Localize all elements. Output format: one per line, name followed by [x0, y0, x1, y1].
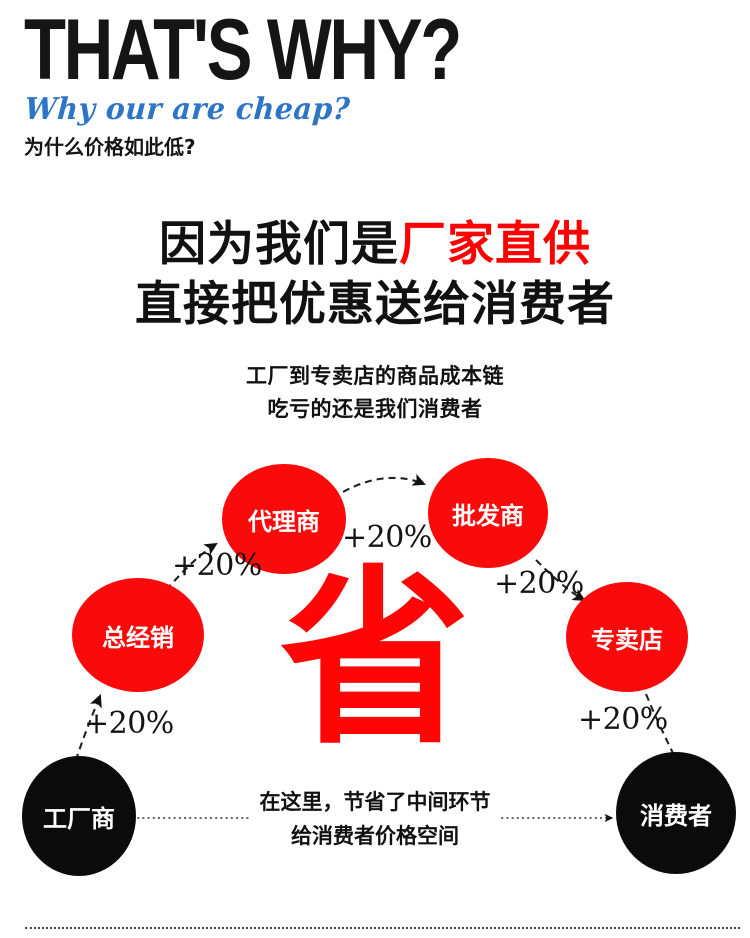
markup-label-2: +20%: [172, 548, 262, 583]
markup-label-1: +20%: [84, 706, 174, 741]
node-dailishang-label: 代理商: [248, 507, 320, 536]
node-dailishang[interactable]: 代理商: [222, 464, 346, 574]
center-note-line-2: 给消费者价格空间: [281, 819, 469, 854]
headline-line-1-black: 因为我们是: [159, 217, 399, 272]
node-xiaofeizhe[interactable]: 消费者: [616, 752, 736, 874]
node-zongjingxiao-label: 总经销: [102, 623, 174, 652]
center-note-line-1: 在这里，节省了中间环节: [249, 786, 501, 820]
node-gongchang[interactable]: 工厂商: [22, 756, 136, 876]
center-note: 在这里，节省了中间环节 给消费者价格空间: [0, 786, 750, 854]
subtitle-script: Why our are cheap?: [23, 91, 352, 127]
headline-line-1: 因为我们是厂家直供: [0, 215, 750, 275]
headline-block: 因为我们是厂家直供 直接把优惠送给消费者: [0, 215, 750, 335]
markup-label-3: +20%: [342, 520, 432, 555]
subheadline-block: 工厂到专卖店的商品成本链 吃亏的还是我们消费者: [0, 360, 750, 425]
markup-label-5: +20%: [578, 702, 668, 737]
node-zongjingxiao[interactable]: 总经销: [72, 578, 204, 692]
node-zhuanmaidian[interactable]: 专卖店: [566, 582, 688, 692]
subheadline-line-2: 吃亏的还是我们消费者: [267, 396, 483, 421]
page-title: THAT'S WHY?: [24, 2, 462, 98]
node-zhuanmaidian-label: 专卖店: [591, 625, 663, 654]
node-pifashang-label: 批发商: [452, 501, 524, 530]
subtitle-chinese: 为什么价格如此低?: [24, 134, 196, 159]
markup-label-4: +20%: [494, 566, 584, 601]
node-pifashang[interactable]: 批发商: [428, 458, 548, 568]
supply-chain-diagram: 总经销 代理商 批发商 专卖店 工厂商 消费者: [0, 440, 750, 900]
arrow-dailishang-to-pifashang: [342, 473, 426, 493]
arrow-pifashang-to-zhuanmaidian: [535, 559, 586, 602]
headline-line-2: 直接把优惠送给消费者: [135, 277, 615, 333]
node-gongchang-label: 工厂商: [43, 804, 115, 833]
bottom-divider: [25, 927, 740, 929]
arrow-gongchang-to-zongjingxiao: [70, 694, 102, 773]
node-xiaofeizhe-label: 消费者: [640, 801, 712, 830]
header-block: THAT'S WHY? Why our are cheap? 为什么价格如此低?: [23, 2, 724, 160]
arrow-zongjingxiao-to-dailishang: [165, 542, 218, 591]
headline-line-1-red: 厂家直供: [399, 217, 591, 272]
subheadline-line-1: 工厂到专卖店的商品成本链: [246, 364, 504, 388]
